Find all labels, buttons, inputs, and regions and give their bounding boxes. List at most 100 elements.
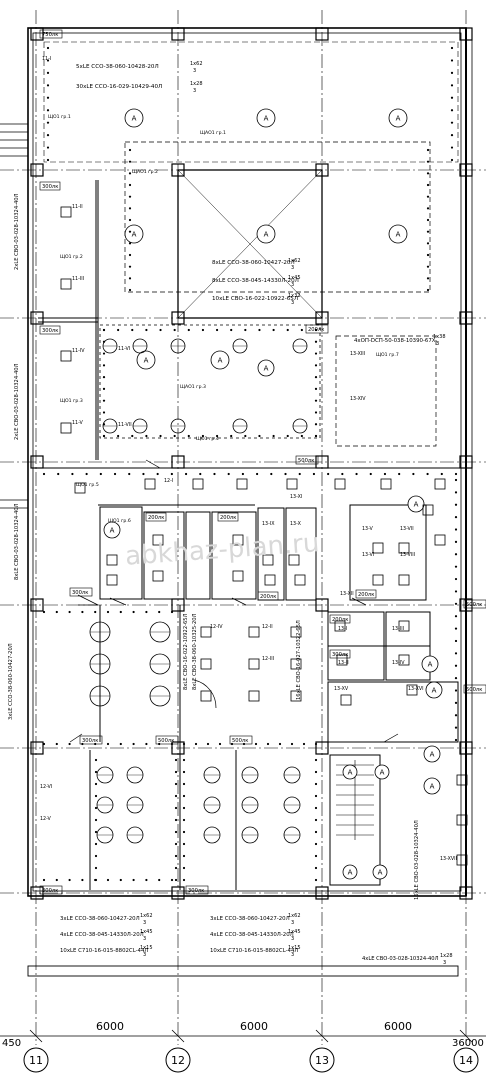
svg-text:A: A: [144, 357, 149, 365]
dim-1: 6000: [96, 1020, 124, 1033]
group-label: 13-III: [392, 626, 404, 632]
downlight: [292, 418, 308, 434]
cable-dot: [215, 328, 219, 332]
panel-luminaire: [152, 570, 164, 582]
spec-frac: 3: [143, 920, 146, 926]
spec-frac: 3: [291, 952, 294, 958]
stair-note: 4xLE CBO-03-028-10324-40Л 1x28 3: [362, 953, 453, 966]
panel-luminaire: [340, 694, 352, 706]
group-label: 13-IX: [262, 521, 275, 527]
cable-dot: [102, 411, 106, 414]
group-label: 12-IV: [210, 624, 223, 630]
cable-dot: [117, 328, 120, 332]
downlight: [241, 796, 259, 814]
cable-dot: [454, 491, 458, 494]
cable-dot: [314, 794, 318, 798]
group-label: 13-XV: [334, 686, 349, 692]
panel-luminaire: [248, 626, 260, 638]
cable-dot: [46, 84, 50, 87]
vertical-note: 16xLE CBO-16-027-10322-65Л: [296, 620, 302, 700]
cable-dot: [426, 277, 430, 280]
downlight: [292, 338, 308, 354]
room-tag: 200лк: [332, 617, 348, 623]
cable-dot: [312, 472, 316, 476]
panel-luminaire: [456, 774, 468, 786]
group-label: 11-IV: [72, 348, 85, 354]
panel-luminaire: [74, 482, 86, 494]
spec-line: 10xLE C710-16-015-8802CL-44Л: [210, 948, 298, 954]
cable-dot: [102, 328, 106, 332]
panel-luminaire: [192, 478, 204, 490]
cable-dot: [454, 540, 458, 544]
fixtures-layer: [60, 206, 468, 866]
cable-dot: [314, 830, 318, 834]
spec-frac: 3: [291, 936, 294, 942]
spec-frac: 1x32: [288, 293, 301, 299]
spec-block-bottom-2: 3xLE CCO-38-060-10427-20Л 1x62 3 4xLE CC…: [210, 913, 301, 958]
cable-dot: [106, 742, 110, 746]
cable-dot: [145, 328, 148, 332]
room-tag: 500лк: [158, 738, 174, 744]
cable-dot: [128, 148, 132, 152]
cable-dot: [302, 742, 306, 746]
room-tag: 500лк: [298, 458, 314, 464]
svg-text:A: A: [132, 231, 137, 239]
cable-dot: [426, 253, 430, 257]
downlight: [132, 338, 148, 354]
cable-dot: [142, 472, 145, 476]
panel-luminaire: [398, 654, 410, 666]
vertical-note: 8xLE CBO-38-060-10325-20Л: [192, 613, 198, 690]
panel-luminaire: [152, 534, 164, 546]
cable-dot: [327, 472, 330, 476]
downlight: [89, 653, 111, 675]
cable-dots-layer: [42, 46, 458, 882]
cable-dot: [184, 472, 188, 476]
cable-dot: [213, 472, 216, 476]
cable-dot: [81, 610, 84, 614]
cable-dot: [128, 265, 132, 268]
cable-dot: [227, 472, 230, 476]
cable-dot: [314, 328, 318, 332]
cable-dot: [46, 158, 50, 162]
cable-dot: [450, 146, 454, 149]
spec-line: 5xLE CCO-38-060-10428-20Л: [76, 64, 159, 70]
cable-dot: [174, 818, 178, 822]
cable-dot: [314, 842, 318, 846]
downlight: [149, 653, 171, 675]
panel-luminaire: [434, 534, 446, 546]
downlight: [203, 826, 221, 844]
group-label: 13-X: [290, 521, 302, 527]
cable-dot: [194, 742, 198, 746]
spec-frac: 3: [291, 300, 294, 306]
cable-dot: [454, 689, 458, 692]
cable-dot: [174, 758, 178, 762]
cable-dot: [106, 878, 110, 882]
cable-dot: [314, 742, 318, 746]
cable-dot: [159, 328, 162, 332]
svg-text:A: A: [218, 357, 223, 365]
downlight: [89, 685, 111, 707]
emergency-luminaire: A: [257, 359, 275, 377]
cable-dot: [145, 610, 148, 614]
svg-text:A: A: [428, 661, 433, 669]
panel-luminaire: [232, 534, 244, 546]
panel-luminaire: [232, 570, 244, 582]
svg-text:A: A: [264, 365, 269, 373]
downlight: [126, 796, 144, 814]
cable-dot: [156, 472, 159, 476]
vertical-note: 8xLE CBO-16-022-10922-65Л: [183, 613, 189, 690]
downlight: [203, 796, 221, 814]
axis-11: 11: [29, 1054, 43, 1067]
cable-dot: [241, 472, 244, 476]
group-label: 13-XIII: [350, 351, 365, 357]
room-tag: 300лк: [82, 738, 98, 744]
cable-dot: [454, 478, 458, 482]
cable-dot: [174, 770, 178, 774]
room-tag: 200лк: [358, 592, 374, 598]
cable-dot: [170, 878, 174, 882]
downlight: [96, 826, 114, 844]
spec-frac: 1x15: [140, 945, 153, 951]
cable-dot: [454, 726, 458, 729]
group-label: 11-III: [72, 276, 84, 282]
cable-dot: [55, 742, 58, 746]
